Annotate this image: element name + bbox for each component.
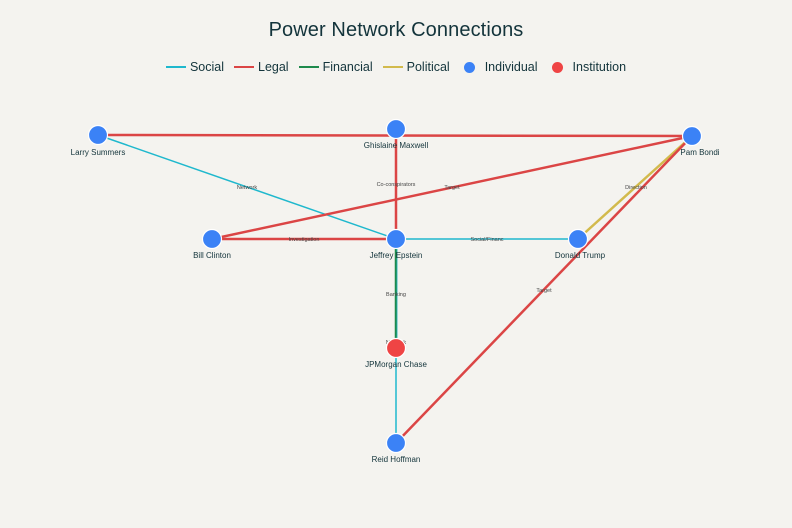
chart-title: Power Network Connections [268,19,524,41]
node-circle-individual[interactable] [201,228,223,250]
node-jpm[interactable]: JPMorgan Chase [365,337,427,370]
legend: Social Legal Financial Political Individual I… [0,60,792,74]
edge-label: Banking [386,292,406,298]
node-label: Donald Trump [555,251,606,260]
node-label: Larry Summers [71,148,126,157]
node-label: Pam Bondi [680,148,719,157]
node-label: Jeffrey Epstein [370,251,423,260]
node-label: Bill Clinton [193,251,231,260]
node-clinton[interactable]: Bill Clinton [193,228,231,261]
node-hoffman[interactable]: Reid Hoffman [372,432,421,465]
legend-item-social[interactable]: Social [165,60,224,74]
legend-label: Individual [484,60,538,74]
node-larry[interactable]: Larry Summers [71,124,126,158]
legend-item-institution[interactable]: Institution [548,60,627,74]
edge-larry-epstein [97,134,397,240]
legend-label: Institution [572,60,627,74]
legend-item-legal[interactable]: Legal [234,60,289,74]
edge-hoffman-bondi [395,135,693,444]
legend-dot-swatch [551,61,563,73]
node-circle-individual[interactable] [87,124,109,146]
legend-dot-swatch [463,61,475,73]
legend-label: Political [406,60,450,74]
node-circle-individual[interactable] [385,432,407,454]
node-label: JPMorgan Chase [365,360,427,369]
edge-trump-bondi [577,135,693,240]
legend-line-swatch [165,66,186,68]
legend-line-swatch [382,66,403,68]
legend-item-individual[interactable]: Individual [460,60,538,74]
node-epstein[interactable]: Jeffrey Epstein [370,228,423,261]
edge-label: Investigation [289,237,320,243]
legend-label: Legal [258,60,289,74]
node-circle-individual[interactable] [567,228,589,250]
node-maxwell[interactable]: Ghislaine Maxwell [364,118,429,151]
edges-layer [97,129,693,444]
node-label: Ghislaine Maxwell [364,141,429,150]
edge-label: Network [237,185,257,191]
legend-line-swatch [234,66,254,68]
node-trump[interactable]: Donald Trump [555,228,606,261]
node-label: Reid Hoffman [372,455,421,464]
node-circle-individual[interactable] [385,228,407,250]
edge-label: Direction [625,185,647,191]
edge-label: Co-conspirators [377,182,416,188]
node-circle-individual[interactable] [385,118,407,140]
edge-label: Target [536,288,552,294]
legend-label: Financial [322,60,373,74]
node-circle-individual[interactable] [681,125,703,147]
node-circle-institution[interactable] [385,337,407,359]
legend-label: Social [189,60,224,74]
legend-line-swatch [298,66,319,68]
legend-item-political[interactable]: Political [382,60,450,74]
node-bondi[interactable]: Pam Bondi [680,125,720,158]
edge-clinton-bondi [211,134,693,241]
legend-item-financial[interactable]: Financial [298,60,373,74]
edge-label: Target [444,185,460,191]
edge-label: Social/Financ [470,237,503,243]
